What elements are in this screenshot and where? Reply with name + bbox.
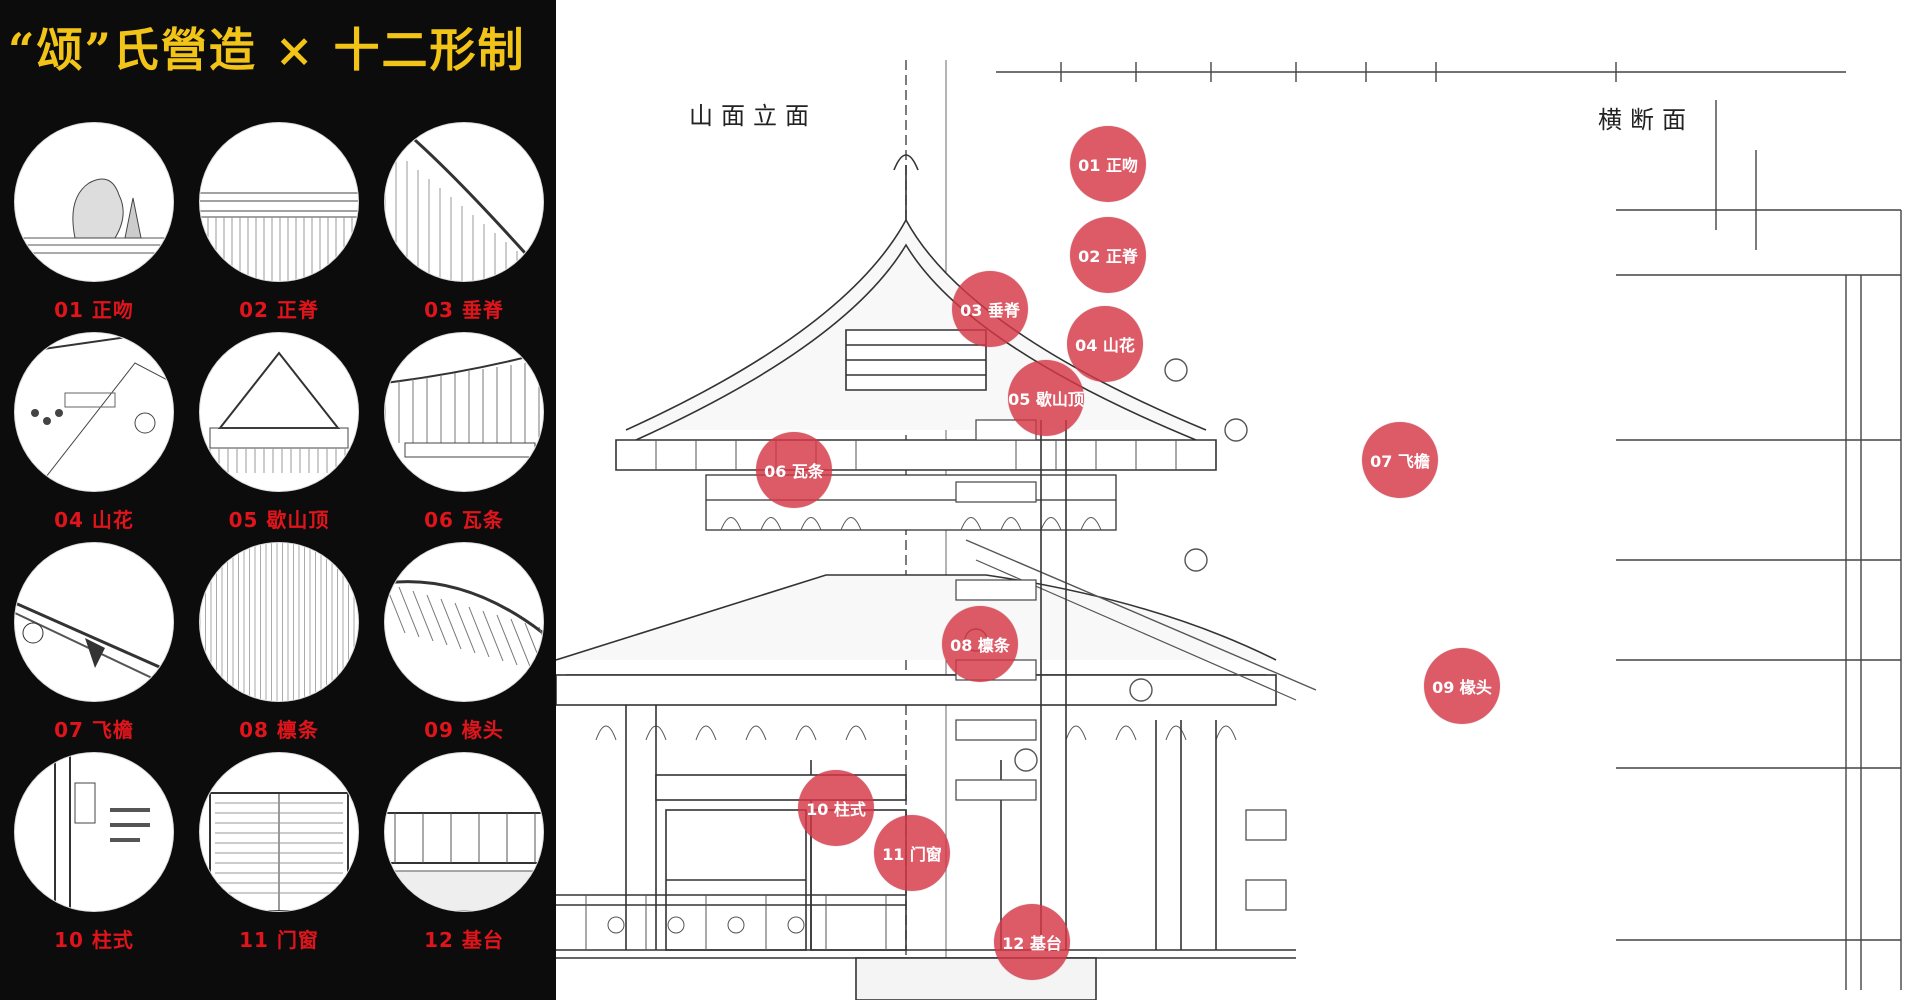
component-thumbnail: 06 瓦条 [384, 332, 544, 544]
component-thumbnail-label: 08 檩条 [239, 718, 319, 742]
component-thumbnail-label: 02 正脊 [239, 298, 319, 322]
component-marker: 12 基台 [994, 904, 1070, 980]
component-thumbnail-image [384, 752, 544, 912]
component-thumbnail-image [384, 332, 544, 492]
component-thumbnail: 12 基台 [384, 752, 544, 964]
component-marker: 07 飞檐 [1362, 422, 1438, 498]
component-marker: 05 歇山顶 [1008, 360, 1084, 436]
component-thumbnail: 03 垂脊 [384, 122, 544, 334]
component-thumbnail-image [14, 122, 174, 282]
component-thumbnail-image [199, 332, 359, 492]
component-thumbnail-label: 11 门窗 [239, 928, 319, 952]
page-title: “颂”氏營造 × 十二形制 [8, 23, 526, 77]
component-marker: 03 垂脊 [952, 271, 1028, 347]
component-thumbnail: 08 檩条 [199, 542, 359, 754]
component-thumbnail-label: 06 瓦条 [424, 508, 504, 532]
component-marker: 11 门窗 [874, 815, 950, 891]
component-thumbnail: 04 山花 [14, 332, 174, 544]
component-thumbnail-label: 05 歇山顶 [228, 508, 330, 532]
component-thumbnail-image [199, 542, 359, 702]
component-marker: 01 正吻 [1070, 126, 1146, 202]
component-thumbnail: 09 椽头 [384, 542, 544, 754]
component-thumbnail-label: 03 垂脊 [424, 298, 504, 322]
component-index-panel: “颂”氏營造 × 十二形制 01 正吻 02 正脊 03 垂脊 04 山花 05 歇山顶… [0, 0, 556, 1000]
component-thumbnail-image [199, 752, 359, 912]
section-heading: 横断面 [1598, 106, 1694, 134]
component-marker: 08 檩条 [942, 606, 1018, 682]
component-thumbnail-image [14, 332, 174, 492]
component-thumbnail-label: 09 椽头 [424, 718, 504, 742]
component-thumbnail-label: 04 山花 [54, 508, 134, 532]
elevation-heading: 山面立面 [689, 102, 817, 130]
component-marker: 09 椽头 [1424, 648, 1500, 724]
component-thumbnail: 11 门窗 [199, 752, 359, 964]
component-marker: 02 正脊 [1070, 217, 1146, 293]
component-thumbnail-label: 12 基台 [424, 928, 504, 952]
component-thumbnail: 01 正吻 [14, 122, 174, 334]
component-thumbnail-image [384, 122, 544, 282]
component-thumbnail-image [384, 542, 544, 702]
component-marker: 10 柱式 [798, 770, 874, 846]
component-thumbnail-label: 01 正吻 [54, 298, 134, 322]
component-thumbnail-label: 07 飞檐 [54, 718, 134, 742]
component-thumbnail: 10 柱式 [14, 752, 174, 964]
component-thumbnail: 07 飞檐 [14, 542, 174, 754]
component-thumbnail: 05 歇山顶 [199, 332, 359, 544]
drawing-linework [556, 60, 1902, 1000]
component-thumbnail-image [14, 542, 174, 702]
component-marker: 06 瓦条 [756, 432, 832, 508]
component-thumbnail-label: 10 柱式 [54, 928, 134, 952]
component-thumbnail: 02 正脊 [199, 122, 359, 334]
component-marker: 04 山花 [1067, 306, 1143, 382]
component-thumbnail-image [199, 122, 359, 282]
component-thumbnail-image [14, 752, 174, 912]
